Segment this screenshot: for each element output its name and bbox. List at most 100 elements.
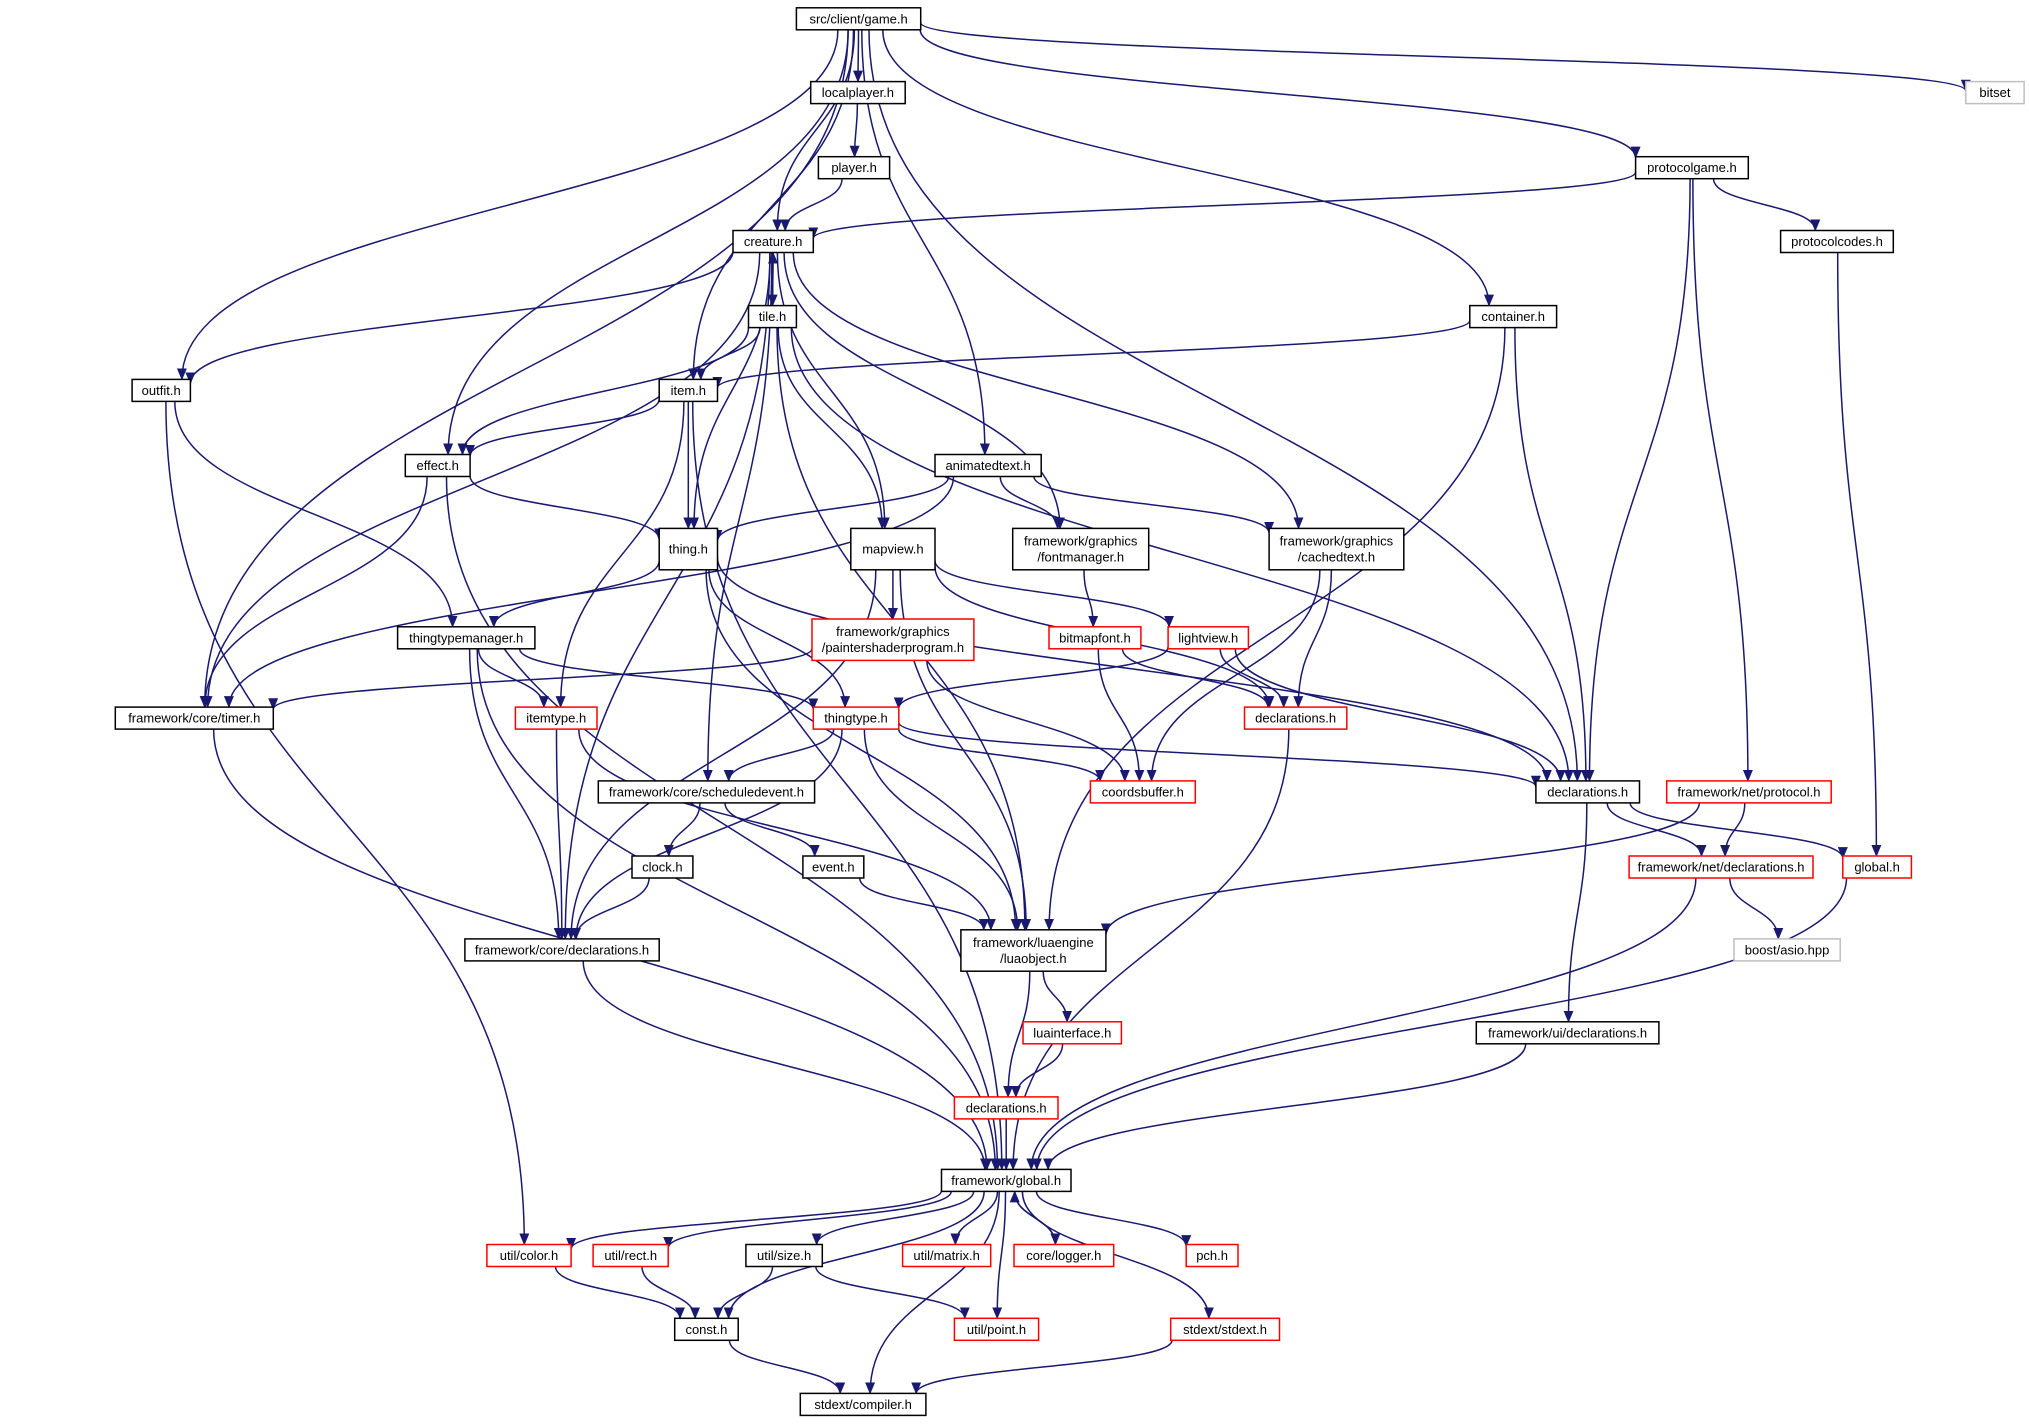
node-lightview[interactable]: lightview.h <box>1167 626 1250 650</box>
node-netdeclarations[interactable]: framework/net/declarations.h <box>1628 855 1814 879</box>
node-luainterface-box <box>1022 1021 1123 1045</box>
edge-thingtype-to-scheduledevent <box>723 728 835 782</box>
edge-declarations_red-to-fwglobal <box>1008 729 1290 1171</box>
node-scheduledevent-box <box>597 780 816 804</box>
node-player[interactable]: player.h <box>817 155 891 180</box>
node-declarations_red[interactable]: declarations.h <box>1243 706 1348 730</box>
node-declarations_main[interactable]: declarations.h <box>1535 780 1641 804</box>
node-boostasio[interactable]: boost/asio.hpp <box>1733 938 1841 962</box>
edge-itemtype-to-coredeclarations <box>555 729 567 940</box>
node-scheduledevent[interactable]: framework/core/scheduledevent.h <box>597 780 816 804</box>
node-thingtypemanager[interactable]: thingtypemanager.h <box>396 626 536 650</box>
node-event[interactable]: event.h <box>802 855 865 879</box>
node-fwglobal[interactable]: framework/global.h <box>940 1168 1072 1193</box>
node-clock[interactable]: clock.h <box>631 855 694 879</box>
node-tile-box <box>747 304 798 329</box>
node-coredeclarations[interactable]: framework/core/declarations.h <box>464 938 660 962</box>
node-color[interactable]: util/color.h <box>486 1243 572 1268</box>
node-creature[interactable]: creature.h <box>732 229 815 254</box>
node-protocolgame-label-0: protocolgame.h <box>1647 160 1737 175</box>
node-cachedtext[interactable]: framework/graphics/cachedtext.h <box>1268 527 1405 571</box>
node-size[interactable]: util/size.h <box>745 1243 824 1268</box>
node-bitset[interactable]: bitset <box>1965 80 2025 105</box>
node-stdext-label-0: stdext/stdext.h <box>1183 1322 1267 1337</box>
node-bitset-label-0: bitset <box>1979 85 2010 100</box>
edge-localplayer-to-player <box>849 103 860 158</box>
node-localplayer[interactable]: localplayer.h <box>809 80 906 105</box>
node-mapview-box <box>850 527 936 571</box>
node-localplayer-box <box>809 80 906 105</box>
node-point[interactable]: util/point.h <box>953 1317 1040 1342</box>
node-item[interactable]: item.h <box>658 378 719 403</box>
edge-fwglobal-to-const <box>723 1191 985 1320</box>
node-luainterface[interactable]: luainterface.h <box>1022 1021 1123 1045</box>
node-protocolgame[interactable]: protocolgame.h <box>1634 155 1750 180</box>
edge-luaobject-to-luainterface <box>1042 971 1073 1023</box>
edge-thingtype-to-luaobject <box>863 729 1023 931</box>
edge-size-to-point <box>815 1266 970 1320</box>
node-outfit-label-0: outfit.h <box>142 383 181 398</box>
node-global_red[interactable]: global.h <box>1842 855 1913 879</box>
node-rect-label-0: util/rect.h <box>604 1248 657 1263</box>
node-stdext-box <box>1169 1317 1281 1342</box>
node-stdext[interactable]: stdext/stdext.h <box>1169 1317 1281 1342</box>
edge-animatedtext-to-cachedtext <box>1033 476 1275 534</box>
edge-fwglobal-to-matrix <box>950 1191 999 1246</box>
node-item-label-0: item.h <box>671 383 706 398</box>
node-logger[interactable]: core/logger.h <box>1013 1243 1115 1268</box>
node-game: src/client/game.h <box>795 7 922 31</box>
node-container[interactable]: container.h <box>1469 304 1558 329</box>
node-luaobject[interactable]: framework/luaengine/luaobject.h <box>960 929 1107 972</box>
node-boostasio-label-0: boost/asio.hpp <box>1745 942 1830 957</box>
node-bitset-box <box>1965 80 2025 105</box>
node-thing[interactable]: thing.h <box>658 527 719 571</box>
edge-creature-to-scheduledevent <box>702 252 773 782</box>
node-protocolcodes[interactable]: protocolcodes.h <box>1779 229 1895 254</box>
edge-thingtypemanager-to-fwglobal <box>476 648 1001 1171</box>
node-thingtype-box <box>812 706 900 730</box>
node-uideclarations[interactable]: framework/ui/declarations.h <box>1475 1021 1660 1045</box>
node-timer[interactable]: framework/core/timer.h <box>114 706 275 730</box>
node-compiler-box <box>799 1392 927 1417</box>
node-protocolcodes-box <box>1779 229 1895 254</box>
node-const[interactable]: const.h <box>673 1317 739 1342</box>
node-coordsbuffer-label-0: coordsbuffer.h <box>1102 784 1184 799</box>
node-paintershader[interactable]: framework/graphics/paintershaderprogram.… <box>811 618 975 662</box>
node-effect[interactable]: effect.h <box>404 453 471 478</box>
node-declarations_lua[interactable]: declarations.h <box>953 1096 1059 1120</box>
edge-scheduledevent-to-event <box>724 802 820 857</box>
node-tile[interactable]: tile.h <box>747 304 798 329</box>
node-compiler[interactable]: stdext/compiler.h <box>799 1392 927 1417</box>
node-bitmapfont[interactable]: bitmapfont.h <box>1048 626 1142 650</box>
node-coordsbuffer[interactable]: coordsbuffer.h <box>1089 780 1197 804</box>
node-fontmanager[interactable]: framework/graphics/fontmanager.h <box>1011 527 1150 571</box>
edge-protocolgame-to-creature <box>808 171 1637 240</box>
node-game-box <box>795 7 922 31</box>
node-global_red-box <box>1842 855 1913 879</box>
node-matrix[interactable]: util/matrix.h <box>901 1243 992 1268</box>
node-outfit[interactable]: outfit.h <box>131 378 192 403</box>
node-rect[interactable]: util/rect.h <box>592 1243 669 1268</box>
edge-creature-to-outfit <box>185 251 734 385</box>
node-layer: src/client/game.h localplayer.h bitset play… <box>114 7 2025 1417</box>
node-declarations_main-box <box>1535 780 1641 804</box>
node-itemtype[interactable]: itemtype.h <box>514 706 598 730</box>
node-pch[interactable]: pch.h <box>1185 1243 1239 1268</box>
edge-thingtype-to-declarations_main <box>897 722 1541 788</box>
node-mapview[interactable]: mapview.h <box>850 527 936 571</box>
edge-coredeclarations-to-fwglobal <box>582 960 990 1171</box>
node-thingtype[interactable]: thingtype.h <box>812 706 900 730</box>
node-creature-label-0: creature.h <box>744 234 803 249</box>
node-fwglobal-box <box>940 1168 1072 1193</box>
node-netprotocol-label-0: framework/net/protocol.h <box>1677 784 1820 799</box>
node-tile-label-0: tile.h <box>759 309 786 324</box>
edge-fwglobal-to-stdext <box>1021 1191 1214 1320</box>
node-scheduledevent-label-0: framework/core/scheduledevent.h <box>609 784 804 799</box>
edge-thing-to-luaobject <box>705 569 1021 931</box>
edge-fwglobal-to-compiler <box>865 1191 1000 1395</box>
node-animatedtext[interactable]: animatedtext.h <box>934 453 1042 478</box>
node-netprotocol[interactable]: framework/net/protocol.h <box>1665 780 1832 804</box>
node-color-box <box>486 1243 572 1268</box>
edge-thingtypemanager-to-thingtype <box>518 648 819 711</box>
